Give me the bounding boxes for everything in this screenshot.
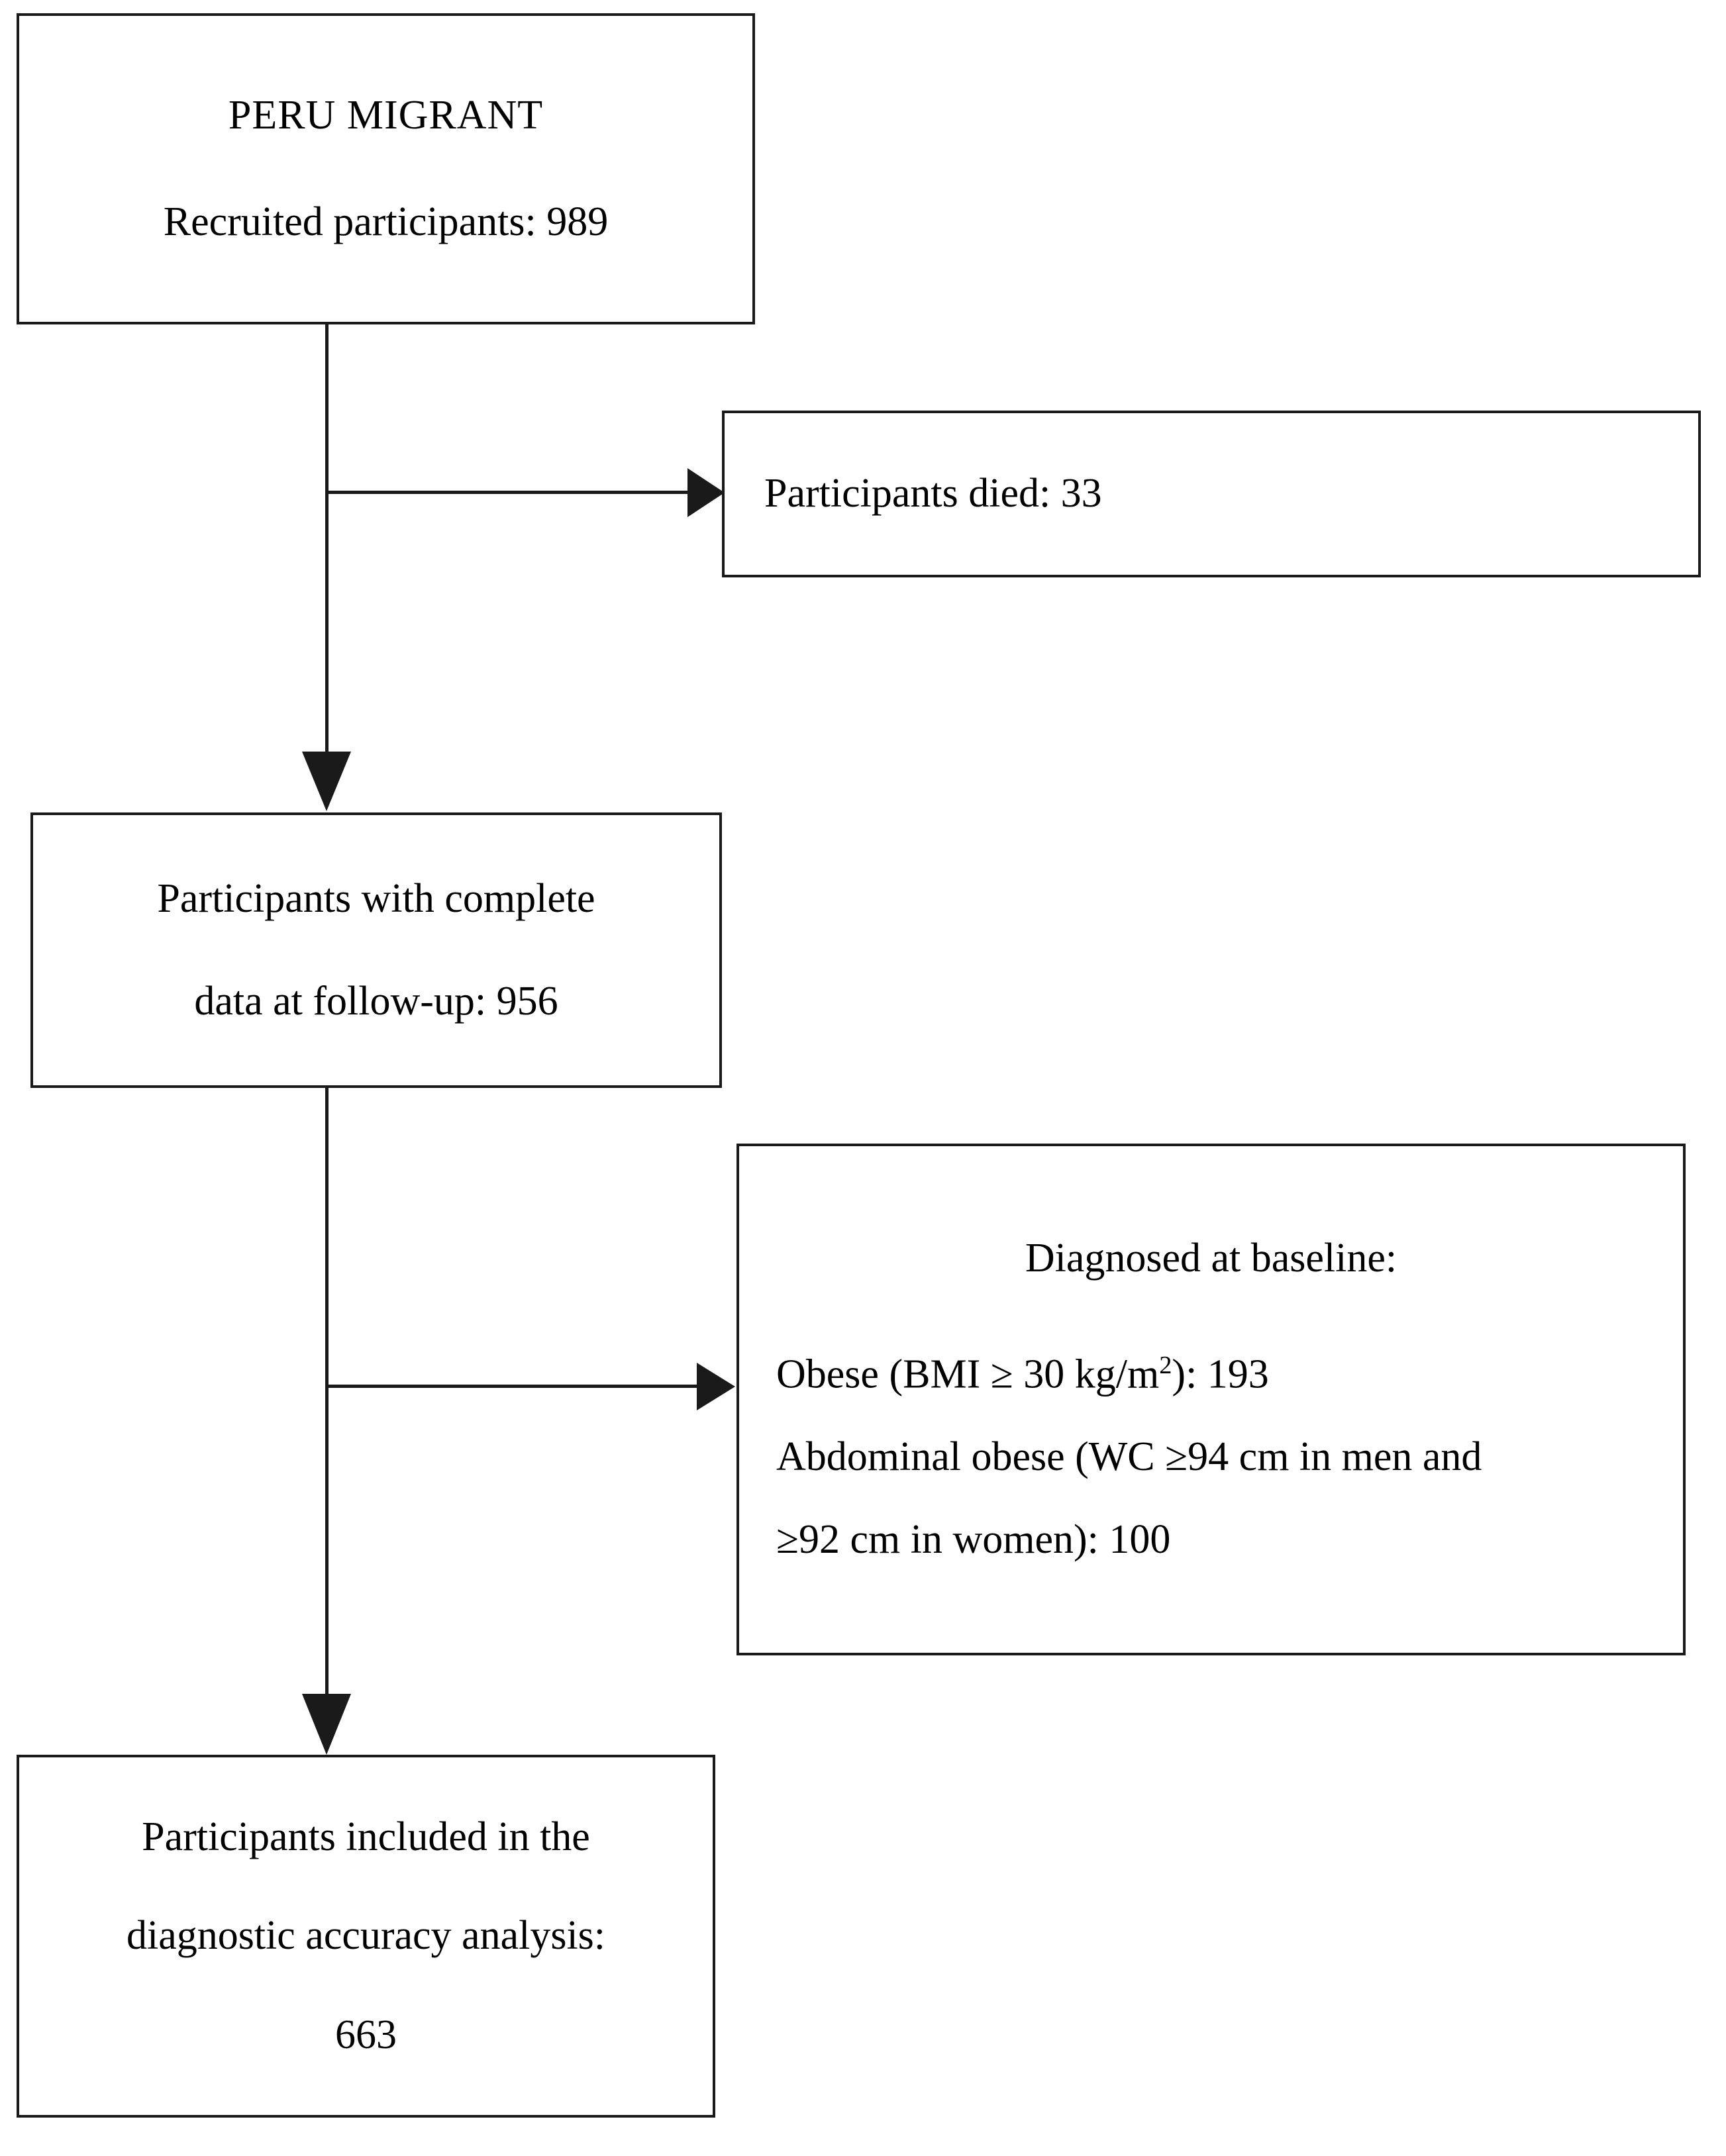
node-included-line2: diagnostic accuracy analysis: [126,1913,606,1959]
node-diagnosed-heading: Diagnosed at baseline: [1025,1236,1397,1281]
node-diagnosed-at-baseline: Diagnosed at baseline: Obese (BMI ≥ 30 k… [736,1144,1686,1655]
node-included-count: 663 [335,2012,397,2057]
arrowhead-right-icon [687,468,725,517]
connector-recruited-to-complete [325,324,329,752]
node-diagnosed-abdominal-line2: ≥92 cm in women): 100 [776,1517,1171,1563]
arrowhead-right-icon [697,1363,735,1410]
node-diagnosed-obese-prefix: Obese (BMI ≥ 30 kg/m [776,1351,1160,1397]
node-complete-followup: Participants with complete data at follo… [30,812,722,1088]
node-complete-followup-line2: data at follow-up: 956 [194,979,558,1024]
node-included-line1: Participants included in the [142,1814,590,1860]
node-diagnosed-obese-suffix: ): 193 [1172,1351,1269,1397]
connector-complete-to-diagnosed [325,1385,712,1388]
node-peru-migrant-title: PERU MIGRANT [228,92,544,138]
connector-recruited-to-died [325,491,725,494]
arrowhead-down-icon [302,1694,351,1755]
arrowhead-down-icon [302,752,351,811]
node-participants-died: Participants died: 33 [722,411,1701,577]
node-participants-died-label: Participants died: 33 [764,471,1102,516]
node-included-in-analysis: Participants included in the diagnostic … [17,1755,715,2118]
node-diagnosed-obese-superscript: 2 [1159,1351,1172,1379]
node-complete-followup-line1: Participants with complete [157,875,595,921]
connector-complete-to-included [325,1088,329,1694]
node-peru-migrant: PERU MIGRANT Recruited participants: 989 [17,13,755,324]
node-peru-migrant-recruited-count: Recruited participants: 989 [163,199,609,244]
node-diagnosed-obese-line: Obese (BMI ≥ 30 kg/m2): 193 [776,1351,1683,1397]
node-diagnosed-abdominal-line1: Abdominal obese (WC ≥94 cm in men and [776,1434,1482,1480]
